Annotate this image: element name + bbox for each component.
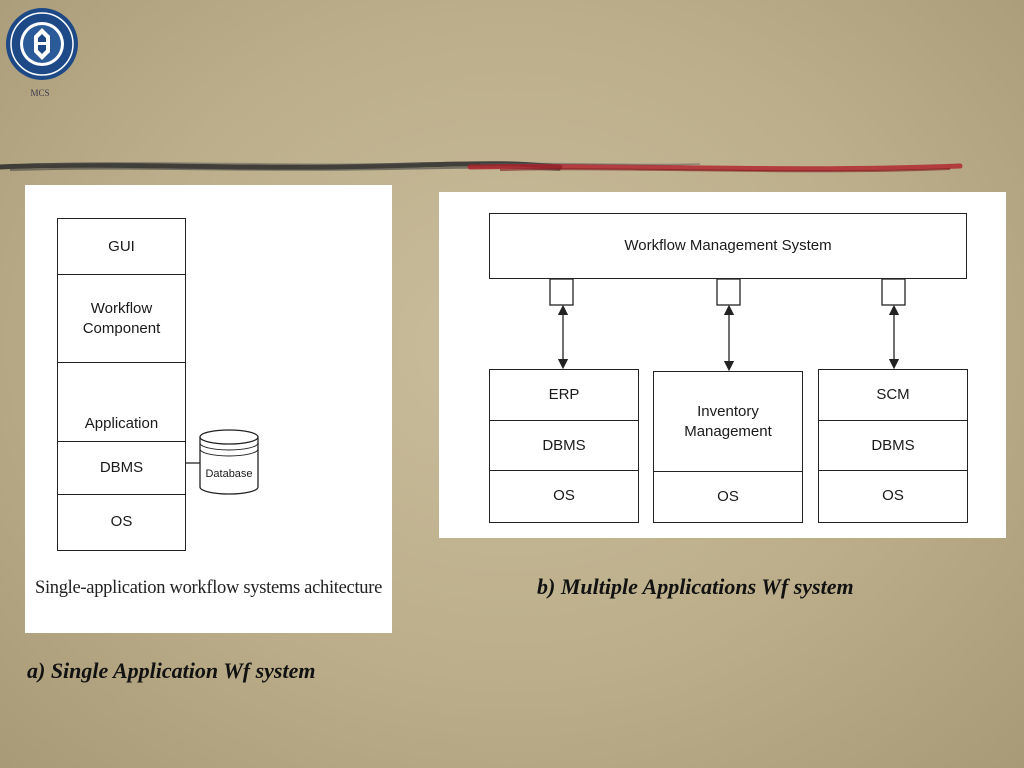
erp-box: ERP xyxy=(489,369,639,422)
inventory-management-box: Inventory Management xyxy=(653,371,803,473)
scm-os-box: OS xyxy=(818,470,968,523)
logo-caption: MCS xyxy=(30,88,50,98)
caption-a: a) Single Application Wf system xyxy=(27,658,316,683)
erp-os-box: OS xyxy=(489,470,639,523)
scm-dbms-box: DBMS xyxy=(818,420,968,472)
connector-arrows xyxy=(549,278,906,372)
scm-port xyxy=(881,278,906,306)
erp-dbms-box: DBMS xyxy=(489,420,639,472)
panel-a-caption: Single-application workflow systems achi… xyxy=(34,578,383,598)
erp-port xyxy=(549,278,574,306)
workflow-component-layer: Workflow Component xyxy=(57,274,186,364)
seal-icon xyxy=(6,8,78,80)
multi-app-diagram: Workflow Management System ERP DBMS OS I… xyxy=(439,192,1006,538)
database-connector xyxy=(186,429,259,495)
database-label: Database xyxy=(205,468,253,480)
inventory-port xyxy=(716,278,741,306)
scm-box: SCM xyxy=(818,369,968,422)
university-logo xyxy=(4,6,80,84)
inventory-os-box: OS xyxy=(653,471,803,523)
single-app-diagram: GUI Workflow Component Application DBMS … xyxy=(25,185,392,633)
application-layer: Application xyxy=(57,362,186,443)
workflow-management-system-box: Workflow Management System xyxy=(489,213,967,279)
database-icon xyxy=(199,429,259,495)
dbms-layer: DBMS xyxy=(57,441,186,496)
brush-divider xyxy=(0,161,963,173)
caption-b: b) Multiple Applications Wf system xyxy=(537,574,854,599)
os-layer: OS xyxy=(57,494,186,551)
